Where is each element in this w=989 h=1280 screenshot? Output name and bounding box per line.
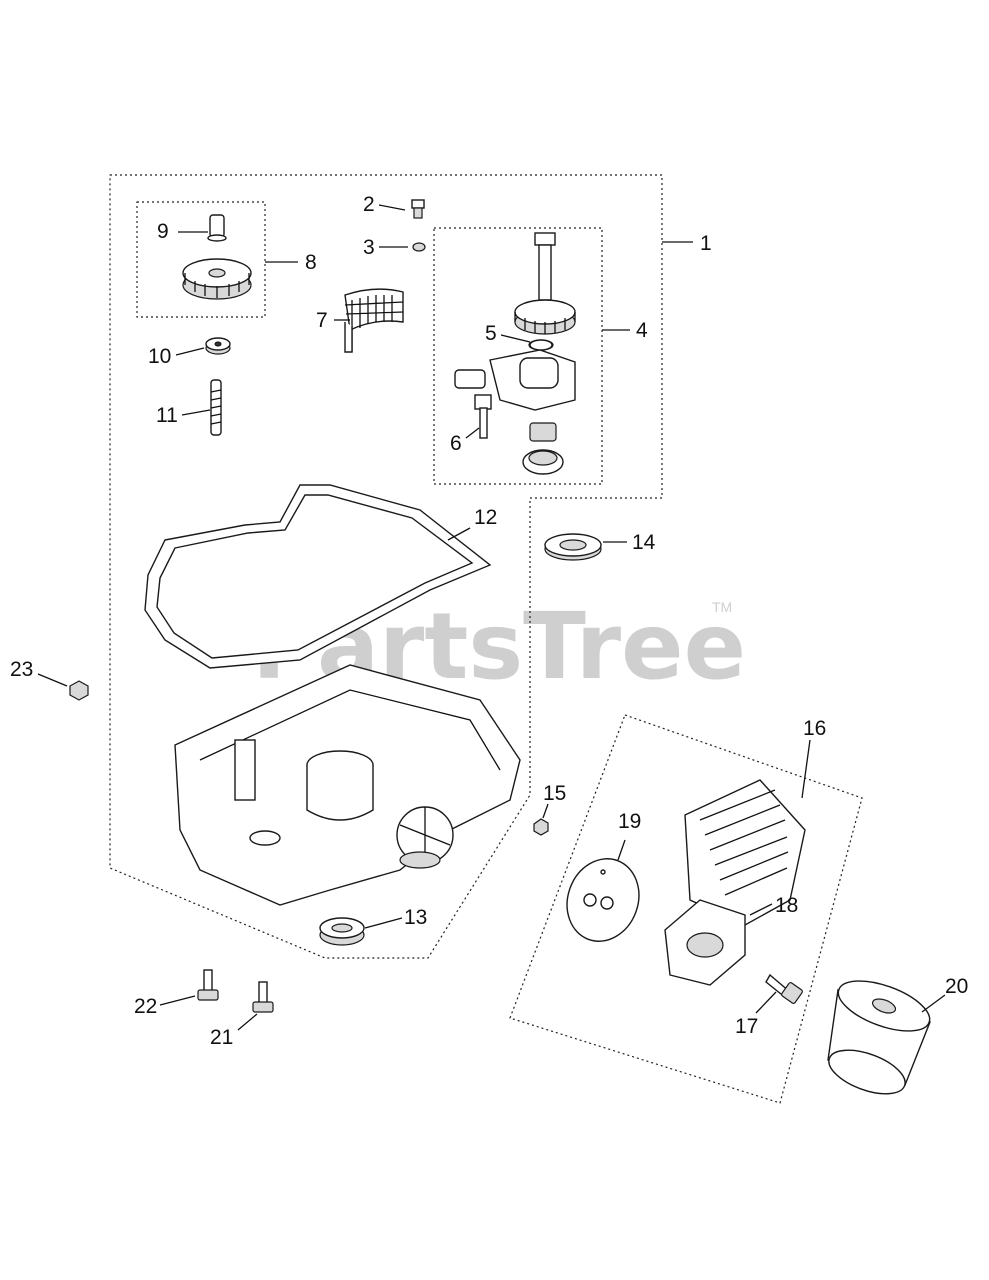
callout-6: 6 [450,432,462,455]
callout-5: 5 [485,322,497,345]
screen-part-7 [344,288,404,353]
fitting-part-17 [765,973,803,1004]
nut-part-15 [533,818,549,836]
callout-18: 18 [775,894,798,917]
callout-16: 16 [803,717,826,740]
callout-15: 15 [543,782,566,805]
plug-part-23 [69,680,89,701]
callout-1: 1 [700,232,712,255]
oil-pump-part-4 [454,232,576,475]
bolt-part-2 [411,199,425,219]
kit-box-4 [433,227,603,485]
callout-9: 9 [157,220,169,243]
seal-part-13 [319,917,365,946]
leader-lines [37,204,946,1031]
callout-11: 11 [156,404,178,427]
oil-pan [174,664,521,906]
oil-cooler-part-18 [664,779,806,986]
callout-23: 23 [10,658,33,681]
callout-19: 19 [618,810,641,833]
gasket-part-19 [566,858,640,942]
kit-box-16 [509,714,863,1104]
nut-part-3 [412,242,426,252]
callout-21: 21 [210,1026,233,1049]
watermark-trademark: TM [712,599,732,615]
oil-filter-part-20 [827,980,931,1095]
pin-part-9 [207,214,227,242]
washer-part-10 [205,337,231,355]
screw-part-21 [252,981,274,1013]
stud-part-11 [210,379,222,436]
screw-part-22 [197,969,219,1001]
callout-10: 10 [148,345,171,368]
callout-13: 13 [404,906,427,929]
callout-20: 20 [945,975,968,998]
gear-part-8 [182,258,252,300]
seal-part-14 [544,533,602,561]
gear-washer-part-5 [529,339,553,351]
callout-7: 7 [316,309,328,332]
gasket-part-12 [144,484,492,669]
callout-3: 3 [363,236,375,259]
callout-4: 4 [636,319,648,342]
kit-box-8 [136,201,266,318]
callout-12: 12 [474,506,497,529]
callout-14: 14 [632,531,656,554]
callout-22: 22 [134,995,157,1018]
callout-2: 2 [363,193,375,216]
callout-17: 17 [735,1015,758,1038]
callout-8: 8 [305,251,317,274]
